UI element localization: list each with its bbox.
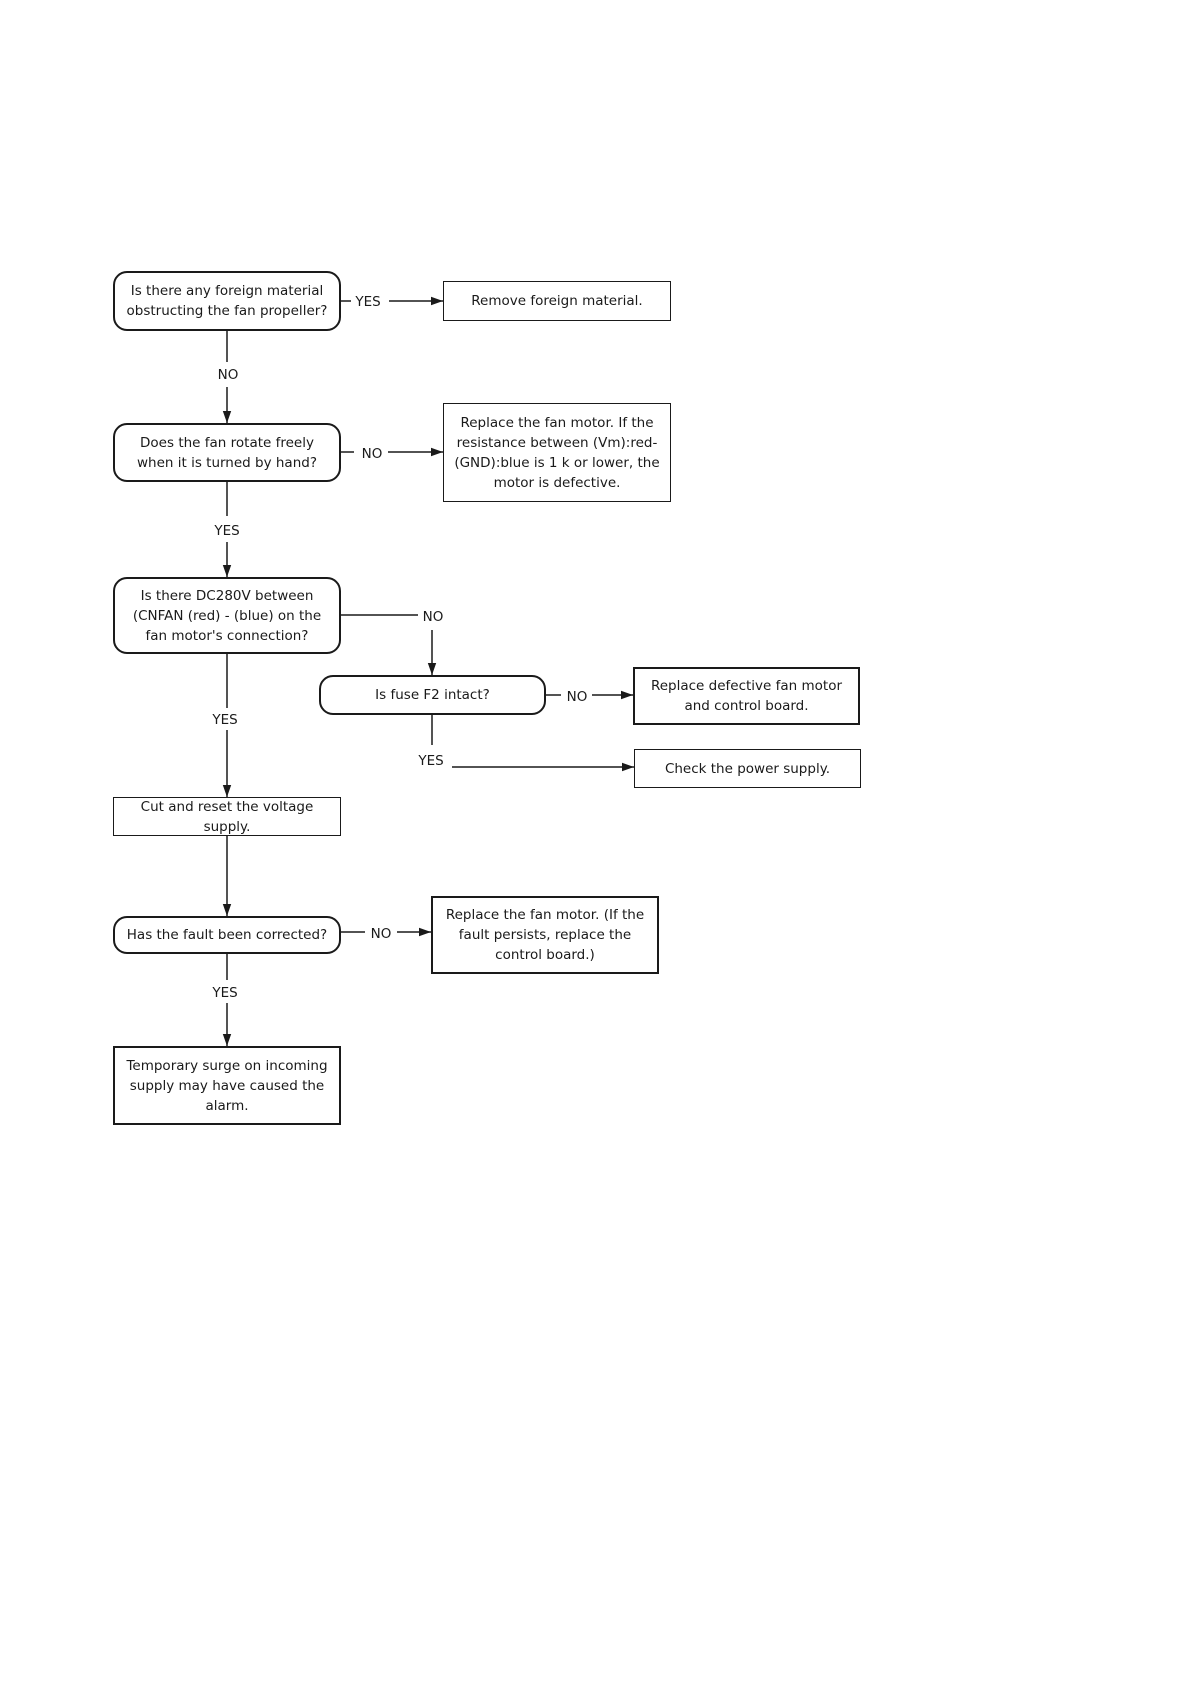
decision-dc280v-text: Is there DC280V between (CNFAN (red) - (… [132,587,322,644]
label-fuse-no: NO [563,689,591,705]
decision-foreign-material: Is there any foreign material obstructin… [113,271,341,331]
decision-rotate-freely: Does the fan rotate freely when it is tu… [113,423,341,482]
action-replace-motor-resistance: Replace the fan motor. If the resistance… [443,403,671,502]
label-q2-no: NO [358,446,386,462]
action-replace-motor-fault-persists: Replace the fan motor. (If the fault per… [431,896,659,974]
result-temporary-surge-text: Temporary surge on incoming supply may h… [126,1057,328,1114]
label-q1-yes: YES [352,294,384,310]
decision-fault-corrected: Has the fault been corrected? [113,916,341,954]
action-replace-motor-and-board: Replace defective fan motor and control … [633,667,860,725]
label-q4-yes: YES [209,985,241,1001]
decision-fuse-f2: Is fuse F2 intact? [319,675,546,715]
label-q3-no: NO [419,609,447,625]
result-temporary-surge: Temporary surge on incoming supply may h… [113,1046,341,1125]
decision-fuse-f2-text: Is fuse F2 intact? [375,687,490,703]
action-cut-reset-voltage: Cut and reset the voltage supply. [113,797,341,836]
label-q1-no: NO [214,367,242,383]
label-fuse-yes: YES [415,753,447,769]
decision-fault-corrected-text: Has the fault been corrected? [126,927,328,943]
decision-foreign-material-text: Is there any foreign material obstructin… [126,283,328,319]
action-cut-reset-voltage-text: Cut and reset the voltage supply. [140,798,314,835]
label-q2-yes: YES [211,523,243,539]
action-check-power-supply: Check the power supply. [634,749,861,788]
label-q3-yes: YES [209,712,241,728]
action-check-power-supply-text: Check the power supply. [664,760,831,777]
decision-rotate-freely-text: Does the fan rotate freely when it is tu… [136,434,317,471]
action-replace-motor-resistance-text: Replace the fan motor. If the resistance… [454,414,660,491]
action-remove-foreign-material: Remove foreign material. [443,281,671,321]
action-replace-motor-and-board-text: Replace defective fan motor and control … [650,678,843,714]
label-q4-no: NO [367,926,395,942]
action-remove-foreign-material-text: Remove foreign material. [471,293,643,309]
action-replace-motor-fault-persists-text: Replace the fan motor. (If the fault per… [445,907,645,963]
decision-dc280v: Is there DC280V between (CNFAN (red) - (… [113,577,341,654]
